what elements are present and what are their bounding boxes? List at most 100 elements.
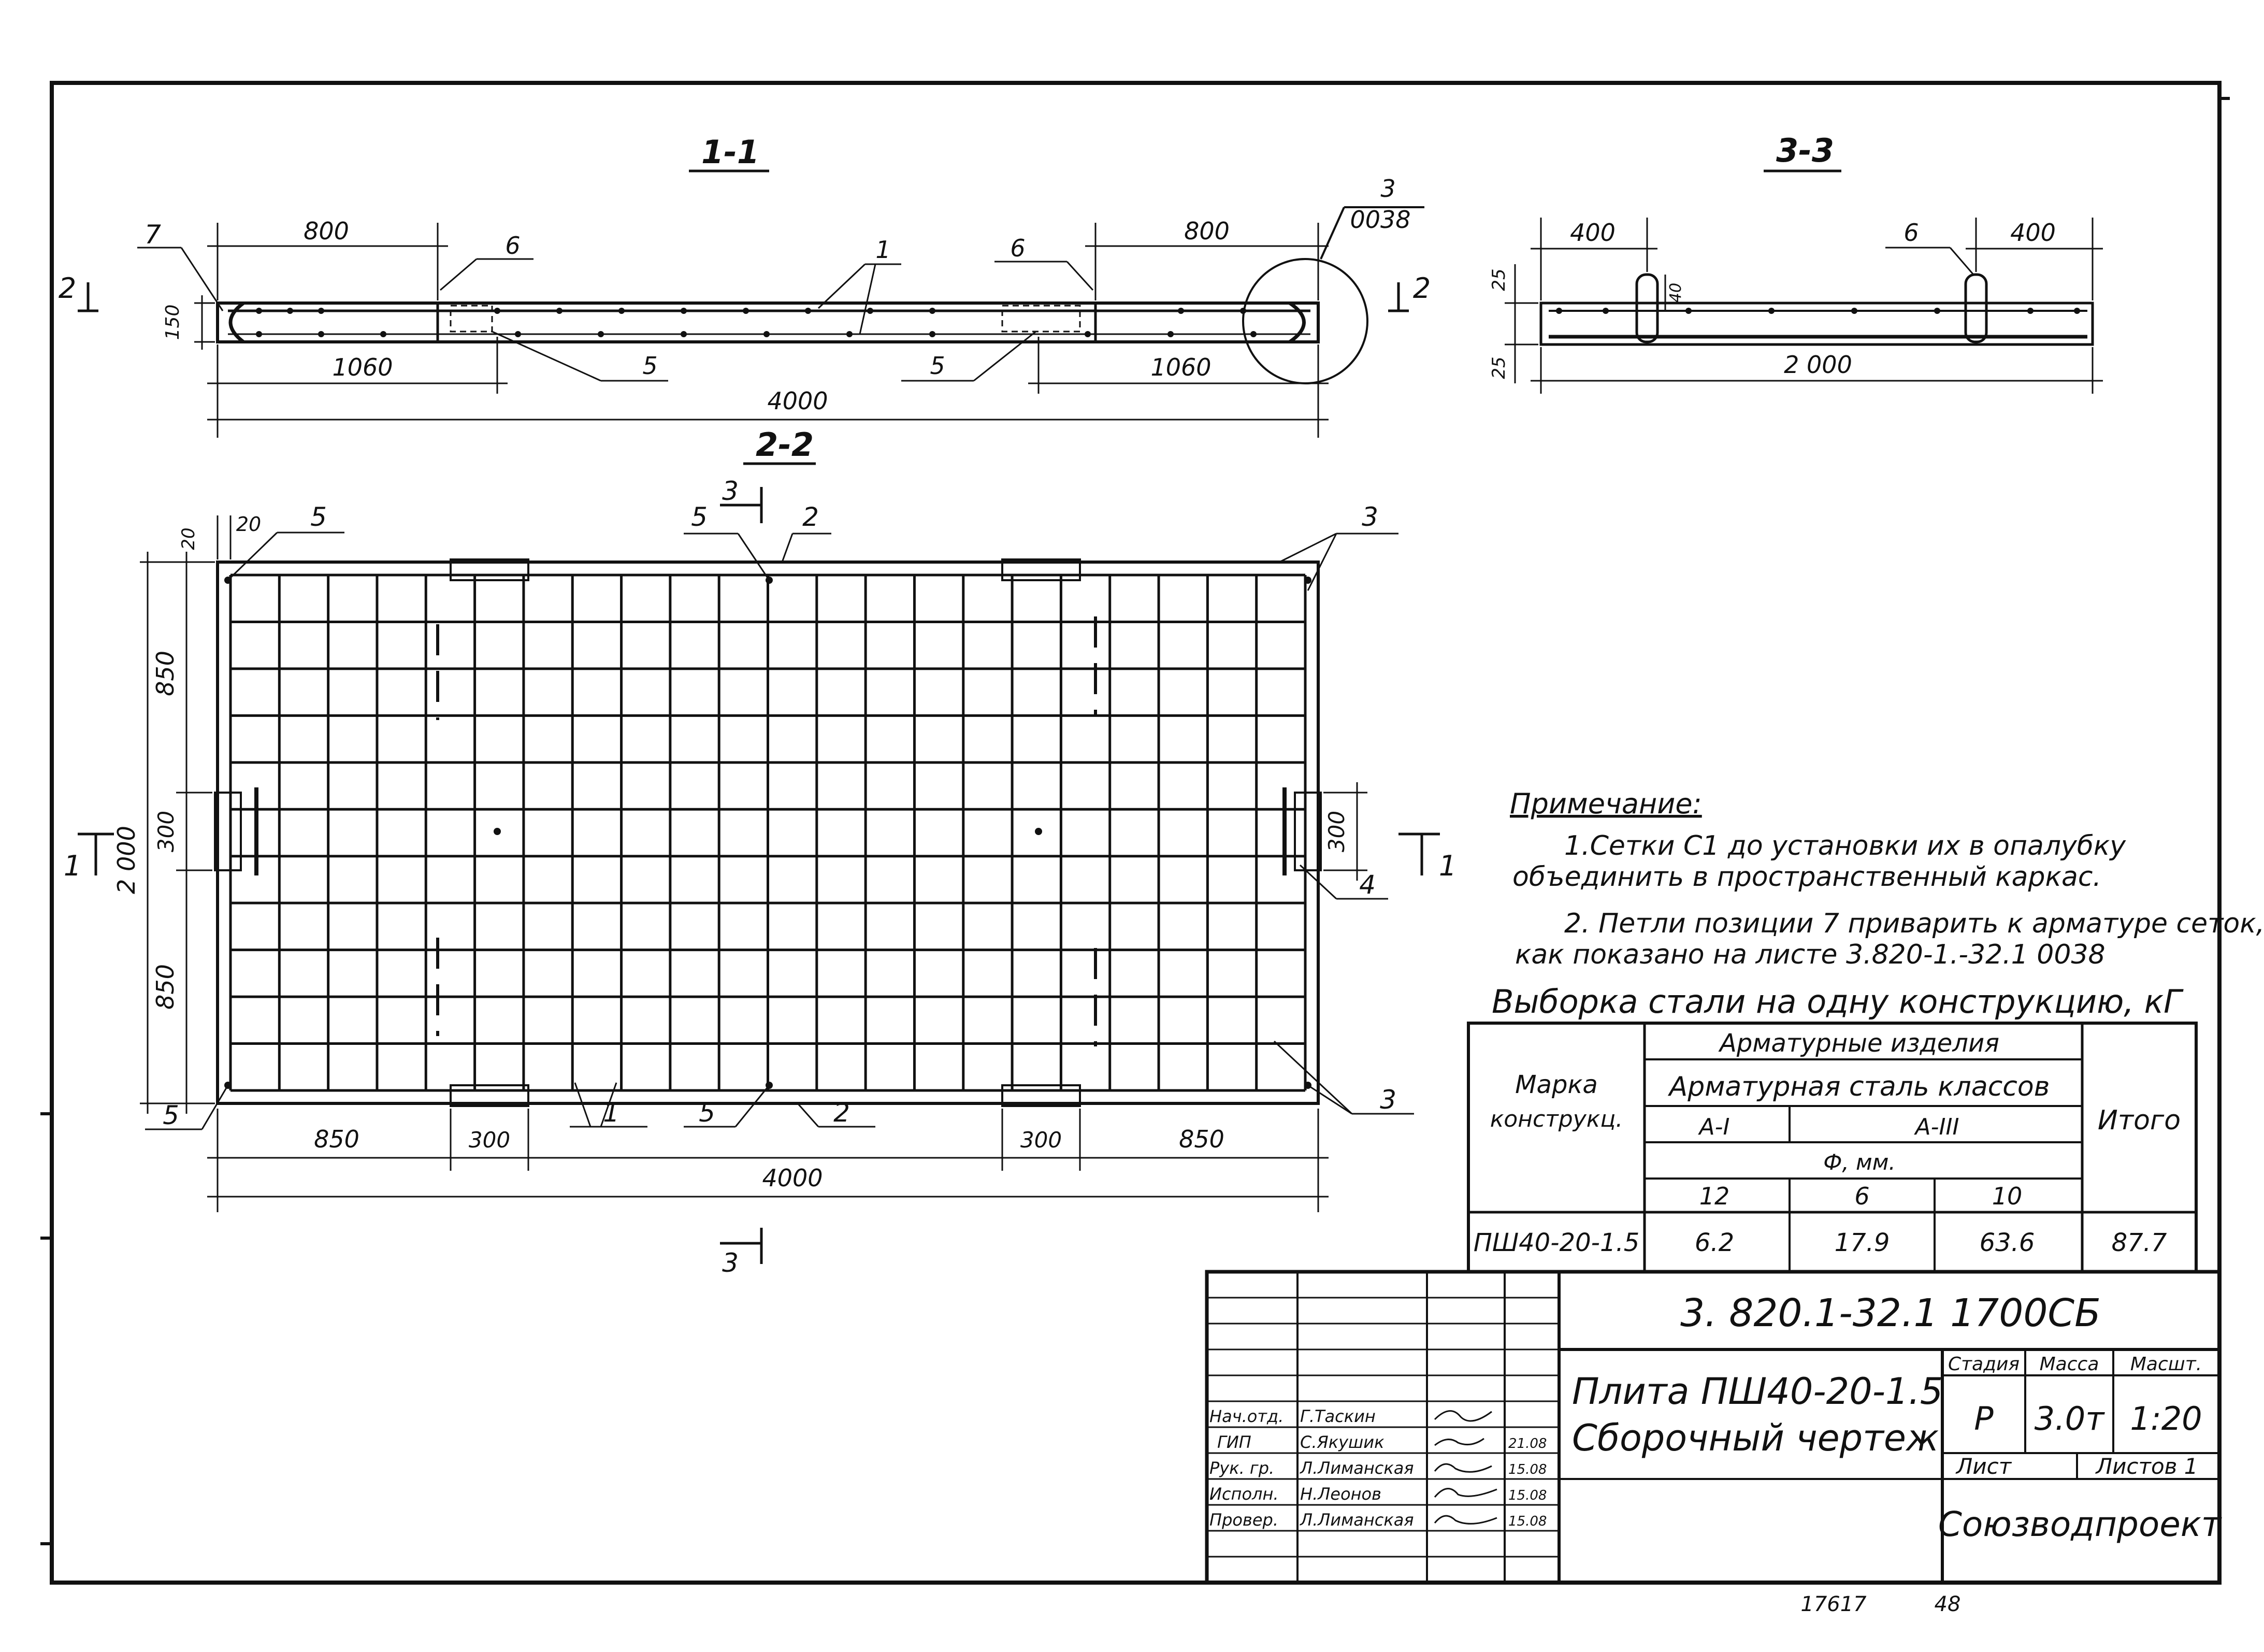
person-3: Н.Леонов: [1300, 1484, 1381, 1504]
ref-sheet-0038: 0038: [1350, 206, 1410, 234]
dim-150: 150: [162, 305, 183, 340]
role-0: Нач.отд.: [1209, 1406, 1284, 1426]
th-a1: А-I: [1698, 1114, 1730, 1140]
th-sheets: Листов 1: [2095, 1454, 2198, 1479]
notes-title: Примечание:: [1510, 787, 1702, 820]
callout-5-plan-bottom: 5: [699, 1098, 715, 1128]
person-0: Г.Таскин: [1300, 1406, 1376, 1426]
person-4: Л.Лиманская: [1300, 1510, 1414, 1530]
dim-40: 40: [1667, 283, 1685, 303]
cut-mark-3-bottom: 3: [722, 1248, 739, 1278]
mass-value: 3.0т: [2035, 1400, 2106, 1438]
th-d6: 6: [1854, 1182, 1869, 1210]
note-line-3: 2. Петли позиции 7 приварить к арматуре …: [1564, 908, 2264, 939]
dim-25-top: 25: [1489, 268, 1509, 291]
callout-1-plan: 1: [603, 1098, 619, 1128]
date-3: 15.08: [1508, 1488, 1547, 1503]
note-line-2: объединить в пространственный каркас.: [1512, 861, 2101, 893]
th-steel: Арматурная сталь классов: [1668, 1071, 2050, 1102]
rebar-dots-1-1: [256, 308, 1257, 337]
dim-850-bot: 850: [151, 964, 179, 1010]
row-total: 87.7: [2112, 1228, 2167, 1257]
steel-table-title: Выборка стали на одну конструкцию, кГ: [1492, 983, 2184, 1021]
dim-400-right: 400: [2010, 219, 2056, 247]
callout-6-right: 6: [1010, 234, 1025, 262]
th-mark-2: конструкц.: [1490, 1106, 1623, 1132]
th-a3: А-III: [1914, 1114, 1959, 1140]
dim-4000-1-1: 4000: [767, 387, 828, 415]
th-d10: 10: [1992, 1182, 2023, 1210]
date-1: 21.08: [1508, 1436, 1547, 1452]
row-v12: 6.2: [1695, 1228, 1734, 1257]
th-sheet: Лист: [1955, 1454, 2012, 1479]
dim-1060-right: 1060: [1150, 353, 1211, 381]
cut-mark-2-left: 2: [59, 272, 76, 305]
sheet-frame: [40, 81, 2230, 1585]
date-4: 15.08: [1508, 1514, 1547, 1529]
person-1: С.Якушик: [1300, 1432, 1385, 1452]
organization: Союзводпроект: [1938, 1504, 2223, 1544]
dim-800-right: 800: [1184, 217, 1230, 245]
th-products: Арматурные изделия: [1718, 1029, 1999, 1058]
dim-800-left: 800: [304, 217, 349, 245]
section-3-3: 3-3 400 400 2 000 25 25 40 6: [1489, 132, 2103, 394]
row-mark: ПШ40-20-1.5: [1474, 1228, 1640, 1257]
row-v10: 63.6: [1980, 1228, 2035, 1257]
section-1-1: 1-1 3 0038: [59, 133, 1431, 438]
callout-3-plan-bottom: 3: [1380, 1085, 1396, 1115]
dim-850-top: 850: [151, 651, 179, 696]
callout-2-plan-bottom: 2: [833, 1098, 850, 1128]
section-2-2: 2-2 3 3 1 1: [64, 426, 1457, 1278]
section-title-3-3: 3-3: [1776, 132, 1834, 169]
dim-300-right: 300: [1020, 1127, 1062, 1153]
callout-6-3-3: 6: [1904, 219, 1919, 247]
callout-7: 7: [145, 220, 161, 250]
role-3: Исполн.: [1209, 1484, 1279, 1504]
callout-5-plan-bl: 5: [163, 1100, 179, 1130]
dim-2000-2-2: 2 000: [112, 826, 140, 894]
date-2: 15.08: [1508, 1462, 1547, 1477]
dim-850-left: 850: [314, 1125, 359, 1153]
th-d12: 12: [1699, 1182, 1730, 1210]
dim-25-bot: 25: [1489, 356, 1509, 379]
section-title-1-1: 1-1: [701, 133, 759, 171]
dim-20-a: 20: [178, 527, 199, 550]
callout-5-left: 5: [642, 352, 657, 380]
callout-5-plan-tl: 5: [310, 502, 327, 532]
callout-4: 4: [1359, 870, 1376, 900]
th-stage: Стадия: [1948, 1354, 2020, 1375]
steel-table: Выборка стали на одну конструкцию, кГ Ар…: [1467, 983, 2198, 1273]
dim-20-b: 20: [236, 513, 261, 536]
dim-1060-left: 1060: [332, 353, 393, 381]
dim-4000-2-2: 4000: [762, 1164, 823, 1192]
dim-300-side: 300: [1324, 811, 1349, 852]
dim-850-right: 850: [1179, 1125, 1224, 1153]
callout-5-plan-top: 5: [691, 502, 708, 532]
role-4: Провер.: [1209, 1510, 1278, 1530]
callout-1-top: 1: [875, 236, 890, 264]
cut-mark-1-left: 1: [64, 850, 81, 882]
dim-300-left: 300: [469, 1127, 510, 1153]
th-mark-1: Марка: [1515, 1070, 1598, 1099]
dim-300-mid: 300: [153, 811, 179, 852]
note-line-1: 1.Сетки С1 до установки их в опалубку: [1564, 830, 2126, 861]
footer-number: 48: [1935, 1592, 1961, 1616]
row-v6: 17.9: [1835, 1228, 1890, 1257]
role-1: ГИП: [1217, 1432, 1251, 1452]
signatures: [1434, 1410, 1497, 1525]
callout-3-1-1: 3: [1380, 175, 1395, 203]
callout-3-plan-top: 3: [1362, 502, 1378, 532]
title-block: 3. 820.1-32.1 1700СБ Плита ПШ40-20-1.5 С…: [1205, 1270, 2223, 1585]
th-total: Итого: [2098, 1105, 2181, 1136]
person-2: Л.Лиманская: [1300, 1458, 1414, 1478]
role-2: Рук. гр.: [1209, 1458, 1274, 1478]
cut-mark-2-right: 2: [1413, 272, 1431, 305]
callout-6-left: 6: [505, 232, 520, 260]
th-dia: Ф, мм.: [1823, 1150, 1896, 1175]
dim-400-left: 400: [1570, 219, 1616, 247]
drawing-type: Сборочный чертеж: [1572, 1417, 1939, 1459]
notes: Примечание: 1.Сетки С1 до установки их в…: [1510, 787, 2264, 970]
th-scale: Масшт.: [2130, 1354, 2202, 1375]
callout-5-right: 5: [930, 352, 945, 380]
